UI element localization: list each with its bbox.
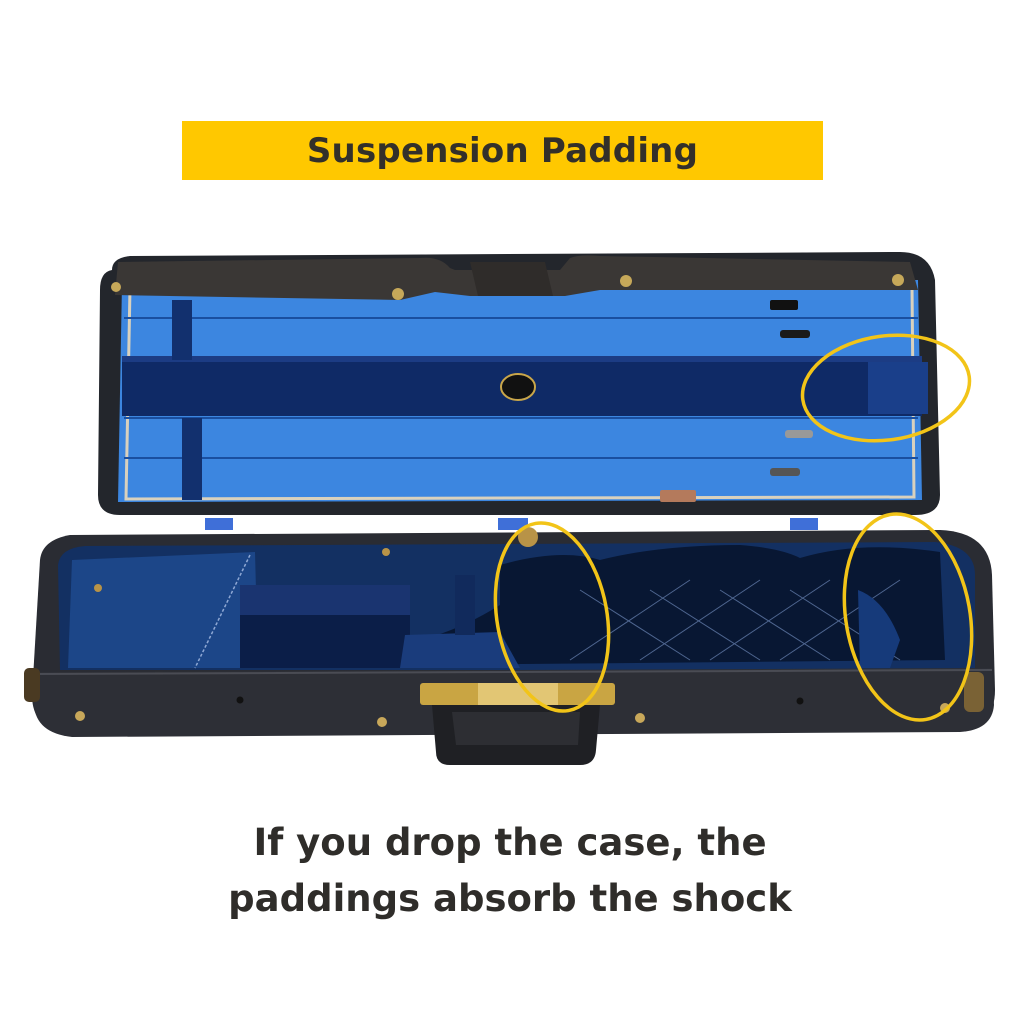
brand-badge-icon [500,373,536,401]
banner-title: Suspension Padding [306,130,699,171]
highlight-annotations [493,333,974,722]
caption-text: If you drop the case, the paddings absor… [0,815,1020,927]
caption-line-2: paddings absorb the shock [228,877,792,920]
highlight-circle-icon [493,521,611,713]
caption-line-1: If you drop the case, the [253,821,767,864]
highlight-circle-icon [842,512,974,722]
case-base [24,527,995,765]
highlight-circle-icon [800,333,972,443]
case-lid [98,252,940,530]
title-banner: Suspension Padding [182,121,823,180]
